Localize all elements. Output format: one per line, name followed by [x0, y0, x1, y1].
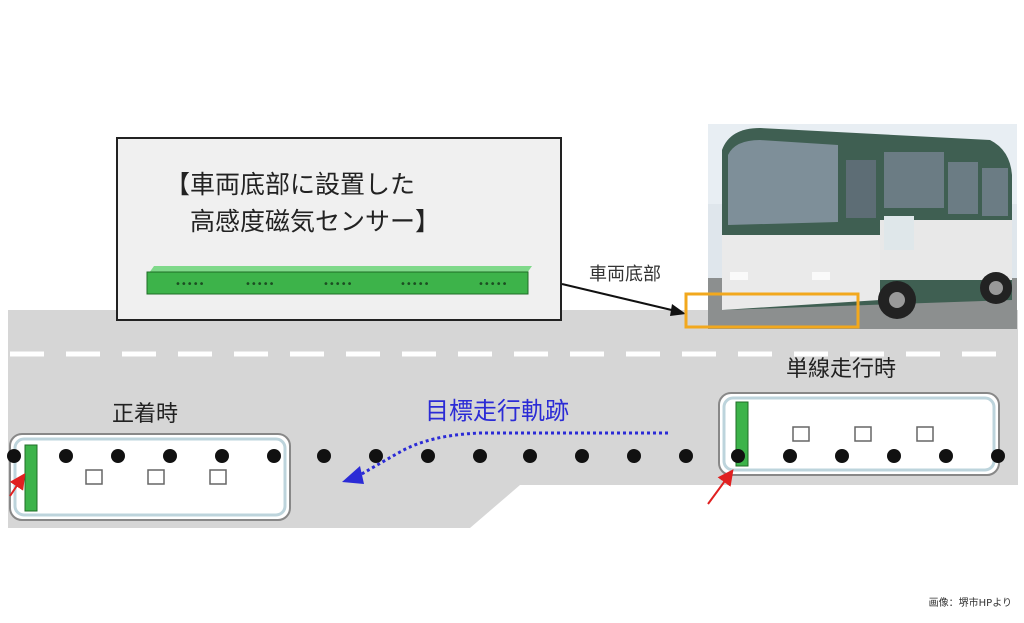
marker-dot	[783, 449, 797, 463]
sensor-title-line1: 【車両底部に設置した	[165, 170, 415, 199]
marker-dot	[575, 449, 589, 463]
marker-dot	[111, 449, 125, 463]
marker-dot	[59, 449, 73, 463]
marker-dot	[163, 449, 177, 463]
magnetic-markers	[7, 449, 1005, 463]
bus-topview-single	[718, 392, 1000, 476]
sensor-callout-box: 【車両底部に設置した 高感度磁気センサー】 ••••• ••••• ••••• …	[116, 137, 562, 321]
marker-dot	[679, 449, 693, 463]
svg-text:•••••: •••••	[400, 279, 430, 290]
svg-text:•••••: •••••	[478, 279, 508, 290]
marker-dot	[267, 449, 281, 463]
marker-dot	[215, 449, 229, 463]
svg-text:•••••: •••••	[175, 279, 205, 290]
vehicle-bottom-highlight	[684, 292, 860, 329]
vehicle-bottom-label: 車両底部	[589, 264, 661, 285]
marker-dot	[369, 449, 383, 463]
target-track-arrow	[342, 431, 668, 484]
marker-dot	[317, 449, 331, 463]
marker-dot	[991, 449, 1005, 463]
callout-arrow	[561, 283, 686, 316]
docked-label: 正着時	[112, 402, 178, 427]
sensor-title-line2: 高感度磁気センサー】	[190, 207, 440, 236]
marker-dot	[731, 449, 745, 463]
marker-dot	[887, 449, 901, 463]
marker-dot	[523, 449, 537, 463]
marker-dot	[421, 449, 435, 463]
svg-text:•••••: •••••	[323, 279, 353, 290]
bus-topview-docked	[9, 433, 291, 521]
image-credit: 画像：堺市HPより	[928, 598, 1012, 609]
bus-photo	[708, 124, 1017, 329]
single-line-label: 単線走行時	[786, 357, 896, 382]
magnetic-sensor-bar: ••••• ••••• ••••• ••••• •••••	[146, 266, 532, 295]
target-track-label: 目標走行軌跡	[425, 397, 569, 425]
svg-text:•••••: •••••	[245, 279, 275, 290]
marker-dot	[939, 449, 953, 463]
marker-dot	[473, 449, 487, 463]
sensor-pointer-arrow	[707, 469, 734, 505]
marker-dot	[7, 449, 21, 463]
sensor-pointer-arrow-left	[9, 473, 26, 497]
marker-dot	[835, 449, 849, 463]
marker-dot	[627, 449, 641, 463]
